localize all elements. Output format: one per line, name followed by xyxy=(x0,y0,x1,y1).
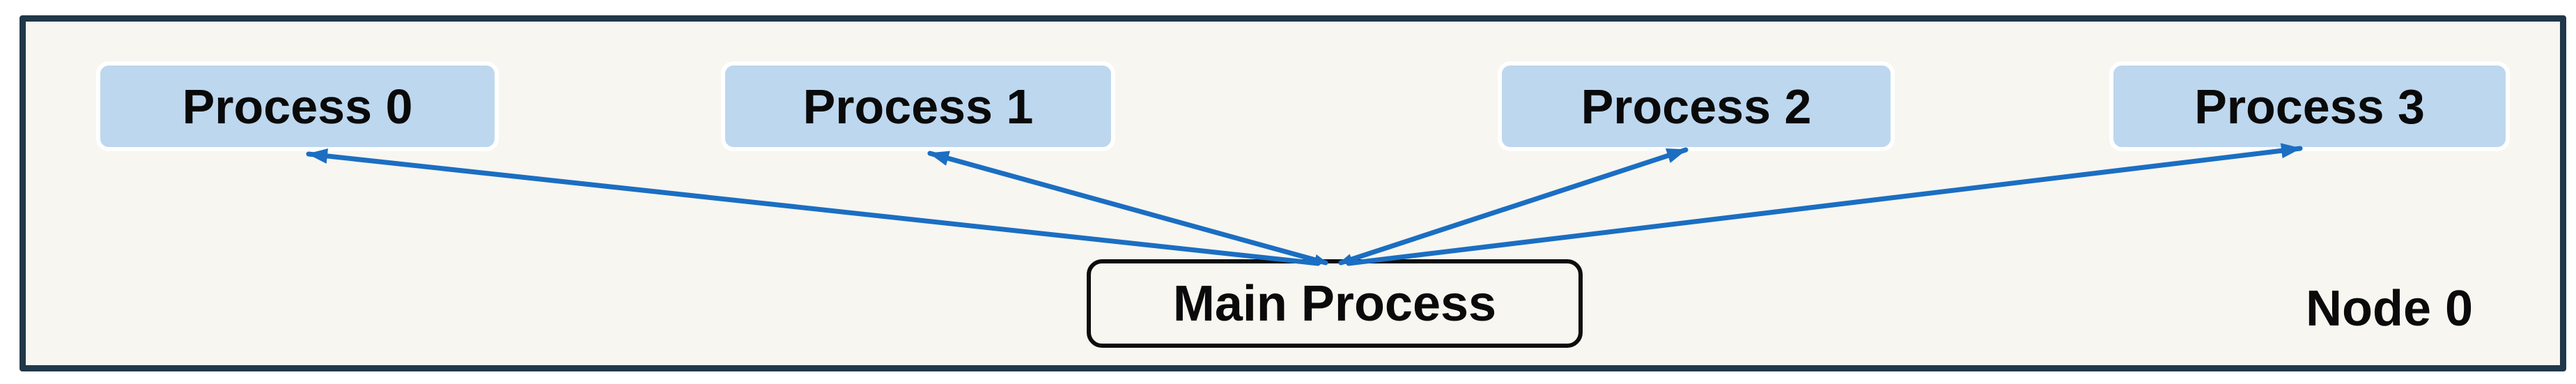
process-box-1: Process 1 xyxy=(721,61,1115,151)
process-box-2: Process 2 xyxy=(1498,61,1895,151)
process-box-0-label: Process 0 xyxy=(182,79,413,134)
process-box-1-label: Process 1 xyxy=(802,79,1034,134)
process-box-2-label: Process 2 xyxy=(1581,79,1812,134)
node-label: Node 0 xyxy=(2306,281,2474,337)
process-box-0: Process 0 xyxy=(96,61,499,151)
main-process-box: Main Process xyxy=(1087,259,1583,348)
main-process-label: Main Process xyxy=(1172,275,1497,332)
process-box-3: Process 3 xyxy=(2109,61,2510,151)
process-box-3-label: Process 3 xyxy=(2194,79,2425,134)
